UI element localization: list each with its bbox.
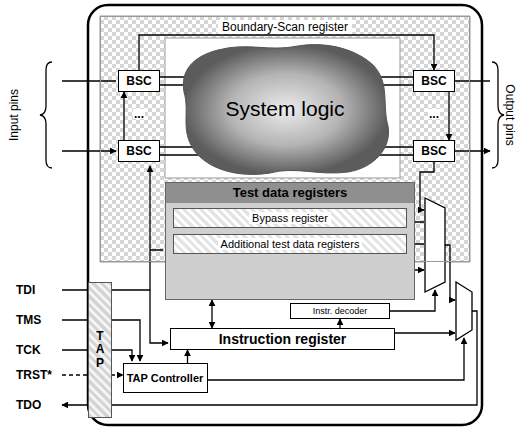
- signal-name: TCK: [16, 343, 41, 357]
- input-pin-arrows: [62, 81, 116, 151]
- data-multiplexer: [425, 198, 445, 292]
- signal-connector: [448, 92, 449, 140]
- output-brace: [492, 62, 504, 168]
- instruction-decoder: Instr. decoder: [290, 303, 390, 319]
- signal-name: TMS: [16, 313, 41, 327]
- boundary-scan-cell: BSC: [118, 70, 160, 92]
- output-pin-arrows: [455, 81, 490, 151]
- signal-connector: [211, 300, 212, 328]
- test-data-registers: Test data registersBypass registerAdditi…: [165, 182, 415, 300]
- node-label: Boundary-Scan register: [101, 20, 469, 34]
- register-box: Bypass register: [173, 208, 407, 228]
- boundary-scan-cell: BSC: [413, 140, 455, 162]
- ellipsis: ...: [428, 109, 440, 119]
- output-multiplexer: [456, 282, 472, 340]
- ir-out-wire: [395, 332, 455, 333]
- pin-group-label: Output pins: [503, 84, 517, 145]
- node-label: Test data registers: [166, 183, 414, 203]
- logic-blob-shape: [183, 45, 388, 175]
- node-label: Additional test data registers: [218, 238, 363, 250]
- node-label: BSC: [126, 144, 151, 158]
- pin-group-label: Input pins: [7, 89, 21, 141]
- input-brace: [40, 62, 52, 168]
- node-label: System logic: [225, 97, 344, 121]
- signal-connector: [187, 350, 188, 363]
- tap-port: TAP: [88, 282, 112, 418]
- node-label: BSC: [126, 74, 151, 88]
- node-label: Instr. decoder: [313, 306, 368, 316]
- mux-link-wire: [445, 245, 455, 300]
- tdi-wire: [62, 166, 150, 290]
- chip-outline: [88, 5, 482, 425]
- node-label: BSC: [421, 74, 446, 88]
- system-logic: System logic: [178, 42, 392, 176]
- tdo-wire: [62, 311, 477, 405]
- boundary-scan-cell: BSC: [413, 70, 455, 92]
- node-label: BSC: [421, 144, 446, 158]
- signal-name: TDO: [16, 398, 41, 412]
- tap-controller: TAP Controller: [123, 363, 208, 393]
- node-label: TAP: [94, 330, 106, 370]
- register-box: Additional test data registers: [173, 234, 407, 254]
- signal-connector: [123, 92, 124, 140]
- signal-name: TRST*: [16, 368, 52, 382]
- node-label: Instruction register: [219, 331, 347, 347]
- instruction-register: Instruction register: [170, 328, 395, 350]
- signal-name: TDI: [16, 283, 35, 297]
- node-label: Bypass register: [249, 212, 331, 224]
- signal-connector: [339, 319, 340, 328]
- ellipsis: ...: [133, 109, 145, 119]
- boundary-scan-cell: BSC: [118, 140, 160, 162]
- node-label: TAP Controller: [127, 372, 204, 384]
